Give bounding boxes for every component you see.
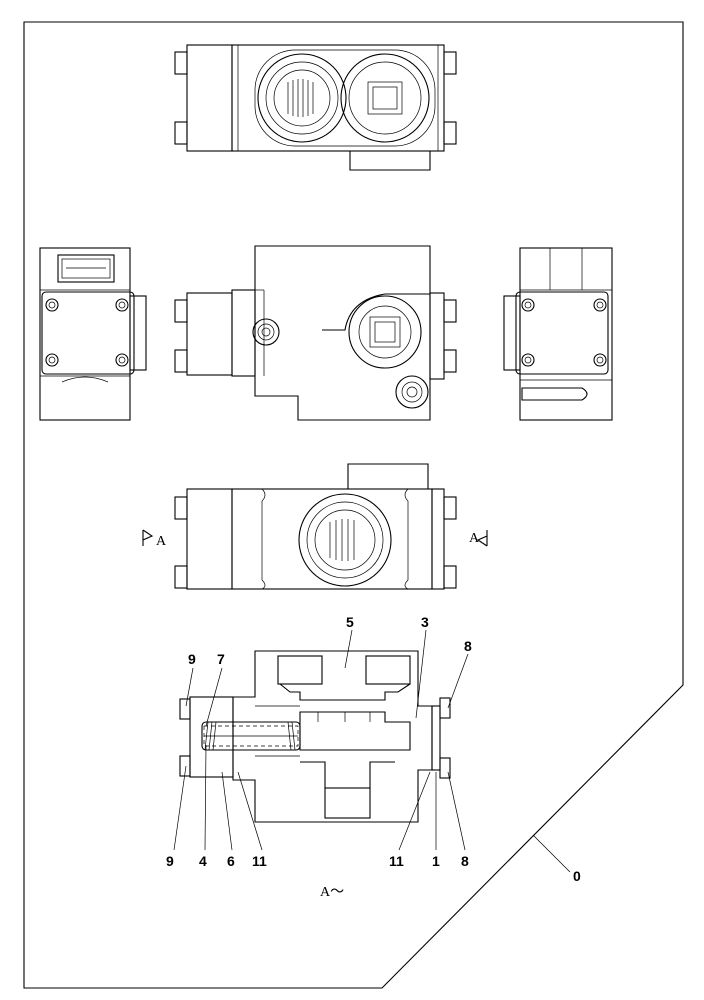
drawing-frame xyxy=(23,21,684,989)
part-label-0: 0 xyxy=(573,868,581,884)
part-label-8-top: 8 xyxy=(464,638,472,654)
section-arrow-left xyxy=(142,529,154,546)
part-label-1: 1 xyxy=(432,853,440,869)
right-side-view xyxy=(503,247,613,421)
section-arrow-right xyxy=(476,530,488,547)
leader-4 xyxy=(204,744,207,851)
section-view-title: A～ xyxy=(320,885,344,900)
leader-11-right xyxy=(398,771,431,851)
left-side-view xyxy=(39,247,147,421)
section-view xyxy=(179,650,451,823)
section-mark-right: A xyxy=(469,531,480,546)
bottom-view xyxy=(174,463,457,590)
leader-9-bottom xyxy=(173,765,187,851)
part-label-11-right: 11 xyxy=(389,853,404,869)
part-label-5: 5 xyxy=(346,614,354,630)
front-view xyxy=(174,245,457,421)
leader-3 xyxy=(415,629,427,719)
leader-8-bottom xyxy=(447,771,466,851)
part-label-6: 6 xyxy=(227,853,235,869)
part-label-9-top: 9 xyxy=(188,651,196,667)
part-label-4: 4 xyxy=(199,853,207,869)
leader-0 xyxy=(532,834,571,873)
leader-11-left xyxy=(237,771,263,851)
part-label-11-left: 11 xyxy=(252,853,267,869)
top-view xyxy=(174,44,457,171)
part-label-3: 3 xyxy=(421,614,429,630)
leader-7 xyxy=(205,667,223,727)
leader-9-top xyxy=(185,667,194,707)
leader-8-top xyxy=(447,653,469,709)
part-label-7: 7 xyxy=(217,651,225,667)
part-label-9-bottom: 9 xyxy=(166,853,174,869)
part-label-8-bottom: 8 xyxy=(461,853,469,869)
section-mark-left: A xyxy=(156,534,167,549)
leader-6 xyxy=(221,771,233,851)
leader-5 xyxy=(344,629,353,669)
